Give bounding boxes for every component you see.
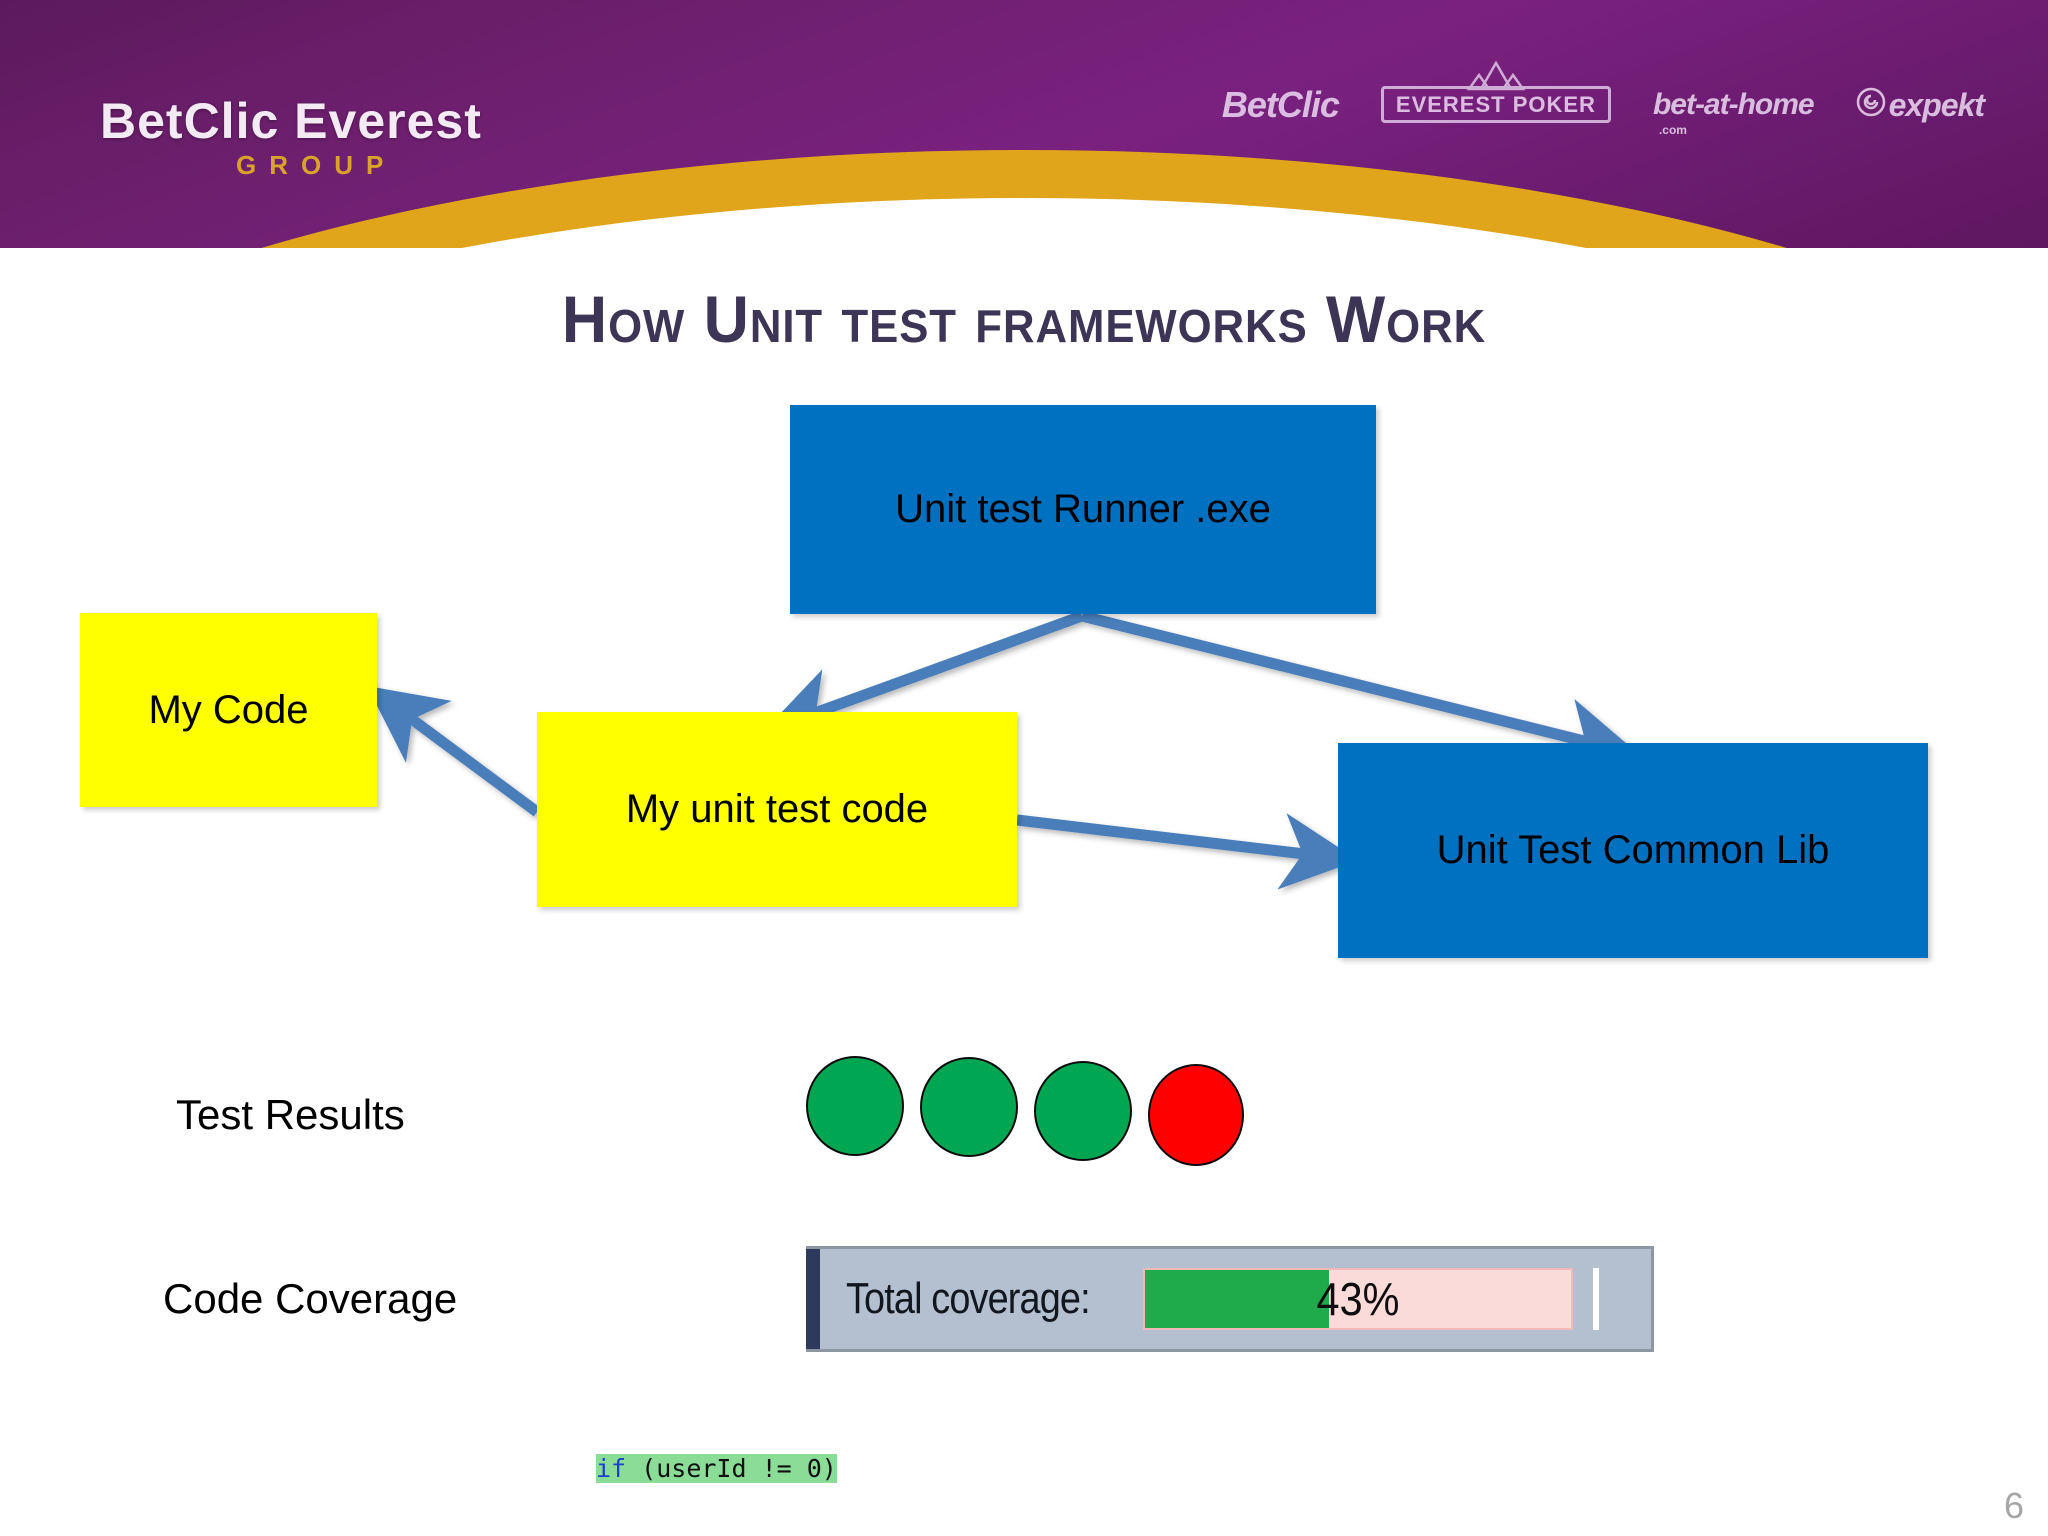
diagram-node-my-code[interactable]: My Code xyxy=(80,613,377,807)
coverage-scale-tick xyxy=(1593,1268,1600,1330)
logo-everest-poker: EVEREST POKER xyxy=(1380,60,1611,123)
logo-betclic: BetClic xyxy=(1221,83,1340,125)
diagram-node-unit-test-common-lib-label: Unit Test Common Lib xyxy=(1436,828,1830,872)
logo-expekt: expekt xyxy=(1856,86,1985,123)
logo-bet-at-home-suffix: .com xyxy=(1658,122,1687,137)
code-line: if (userId != 0) xyxy=(596,1452,1996,1486)
logo-expekt-label: expekt xyxy=(1888,86,1985,123)
logo-everest-poker-label: EVEREST POKER xyxy=(1395,92,1596,117)
diagram-node-unit-test-runner-label: Unit test Runner .exe xyxy=(895,487,1271,531)
arrow-runner-to-commonlib xyxy=(1080,610,1640,774)
arrow-myunit-to-mycode xyxy=(367,685,541,817)
logo-bet-at-home-label: bet-at-home xyxy=(1652,87,1815,121)
diagram-node-unit-test-runner[interactable]: Unit test Runner .exe xyxy=(790,405,1376,614)
diagram-node-my-unit-test-code-label: My unit test code xyxy=(625,787,929,831)
diagram-node-my-code-label: My Code xyxy=(148,687,309,732)
test-result-dot-pass xyxy=(806,1056,904,1156)
code-coverage-label: Code Coverage xyxy=(163,1275,458,1322)
arrow-runner-to-myunit xyxy=(763,610,1084,742)
page-number: 6 xyxy=(2003,1485,2024,1526)
test-result-dot-pass xyxy=(920,1057,1018,1157)
logo-bet-at-home: bet-at-home .com xyxy=(1652,87,1815,136)
slide-header: BetClic Everest GROUP BetClic EVEREST PO… xyxy=(0,0,2048,248)
total-coverage-text: Total coverage: xyxy=(846,1274,1091,1323)
spiral-icon xyxy=(1856,87,1886,122)
test-results-label: Test Results xyxy=(176,1091,405,1138)
brand-logo-betclic-everest: BetClic Everest xyxy=(100,93,482,149)
diagram-node-my-unit-test-code[interactable]: My unit test code xyxy=(537,712,1017,907)
brand-logo-group-subtitle: GROUP xyxy=(236,150,397,180)
code-coverage-snippet: if (userId != 0) { var challengeUserBusi… xyxy=(596,1384,1996,1536)
page-title: How Unit test frameworks Work xyxy=(561,282,1487,356)
brand-logo-strip: BetClic EVEREST POKER bet-at-home .com xyxy=(1221,60,1985,136)
test-result-dot-pass xyxy=(1034,1061,1132,1161)
code-keyword: if xyxy=(596,1454,627,1483)
total-coverage-widget: Total coverage: 43% xyxy=(806,1246,1654,1352)
test-results-indicators xyxy=(806,1046,1244,1166)
coverage-widget-grip xyxy=(806,1249,820,1349)
coverage-progress-bar: 43% xyxy=(1143,1268,1574,1330)
test-result-dot-fail xyxy=(1148,1064,1244,1166)
arrow-myunit-to-commonlib xyxy=(1016,813,1359,890)
code-line-rest: (userId != 0) xyxy=(626,1454,837,1483)
coverage-percent-text: 43% xyxy=(1316,1273,1400,1325)
diagram-node-unit-test-common-lib[interactable]: Unit Test Common Lib xyxy=(1338,743,1928,958)
mountain-peak-icon xyxy=(1461,60,1531,95)
coverage-progress-fill xyxy=(1145,1270,1329,1328)
